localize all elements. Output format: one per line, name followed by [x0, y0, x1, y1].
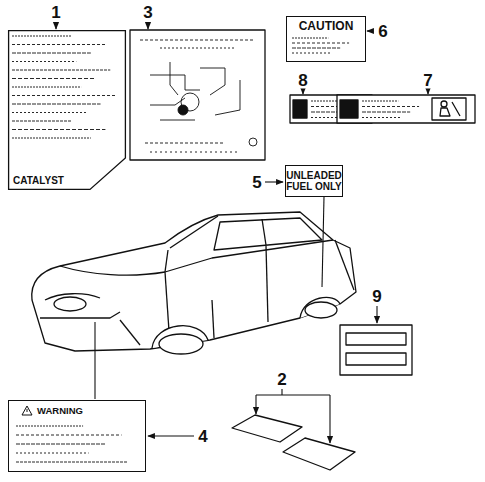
label-box: CAUTION — [286, 16, 366, 62]
callout-number: 1 — [50, 4, 61, 21]
callout-number: 4 — [197, 428, 208, 445]
tire-labels — [232, 415, 355, 470]
warning-triangle — [22, 406, 32, 415]
callout-number: 7 — [422, 72, 433, 89]
callout-number: 8 — [297, 72, 308, 89]
label-text: UNLEADED FUEL ONLY — [286, 170, 342, 192]
plate-label — [340, 325, 412, 375]
callout-number: 6 — [377, 23, 388, 40]
airbag-label — [337, 95, 475, 123]
vacuum-hose-label — [130, 30, 265, 160]
label-text: WARNING — [37, 406, 83, 416]
label-text: CAUTION — [299, 20, 354, 33]
label-box: CATALYST — [8, 30, 126, 190]
label-text: CATALYST — [13, 175, 64, 186]
label-box: WARNING — [8, 400, 146, 472]
label-text-lines — [16, 426, 127, 462]
callout-number: 2 — [276, 371, 287, 388]
label-outline — [8, 30, 126, 190]
callout-number: 9 — [371, 288, 382, 305]
leader-lines — [56, 22, 428, 443]
fuel-label: UNLEADED FUEL ONLY — [285, 165, 343, 197]
car-body — [32, 212, 356, 354]
label-text-lines — [12, 36, 115, 138]
callout-number: 3 — [142, 4, 153, 21]
callout-number: 5 — [251, 174, 262, 191]
label-text-lines — [292, 38, 349, 53]
